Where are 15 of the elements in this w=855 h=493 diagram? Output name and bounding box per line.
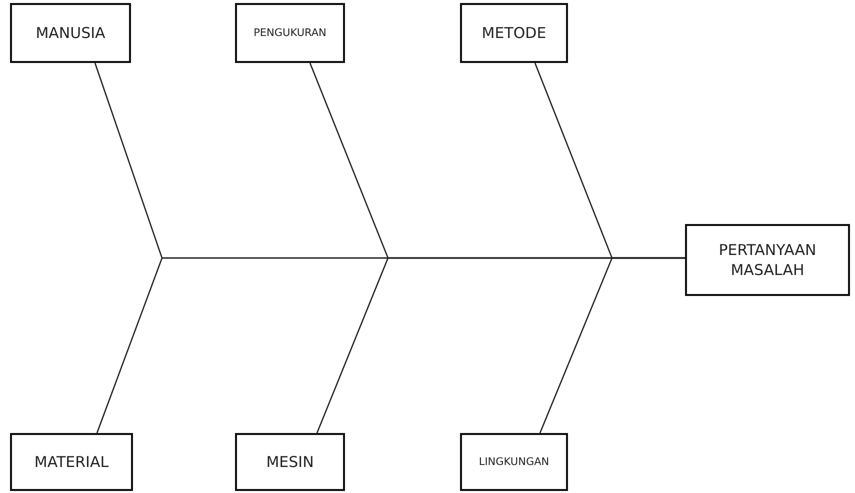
node-label: METODE	[482, 22, 546, 44]
problem-box	[685, 224, 850, 296]
node-label: LINGKUNGAN	[478, 454, 550, 470]
cause-box	[10, 3, 131, 63]
node-label: MANUSIA	[36, 22, 106, 44]
cause-box	[10, 433, 133, 491]
node-label: PERTANYAAN MASALAH	[718, 240, 818, 280]
cause-box	[460, 433, 568, 491]
node-label: PENGUKURAN	[254, 26, 326, 40]
node-label: MATERIAL	[34, 452, 109, 472]
cause-box	[460, 3, 568, 63]
fishbone-line	[539, 257, 685, 434]
node-label: MESIN	[266, 452, 314, 472]
cause-box	[235, 3, 345, 63]
cause-box	[235, 433, 345, 491]
